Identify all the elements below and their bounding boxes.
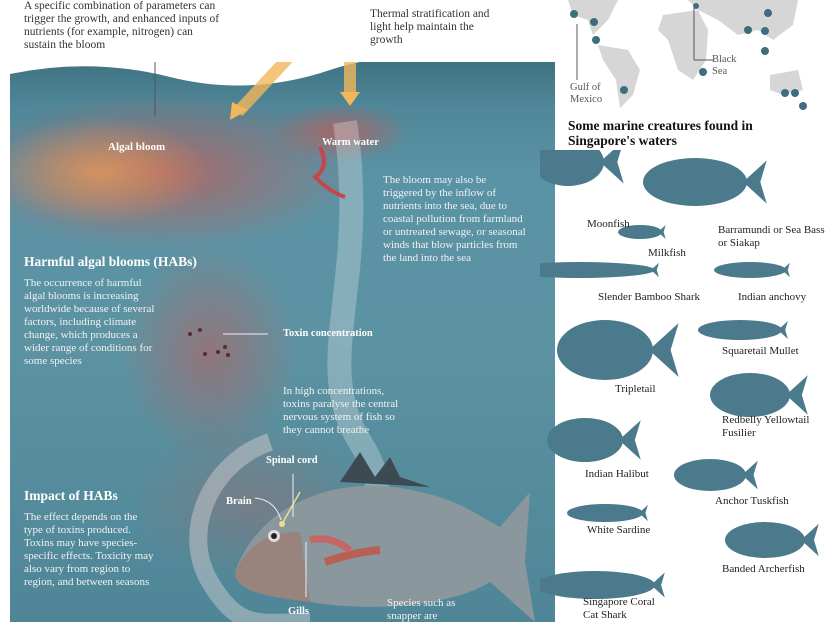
silhouette-white-sardine [567, 504, 648, 522]
algal-bloom-label: Algal bloom [108, 141, 166, 153]
intro-text: A specific combination of parameters can… [24, 0, 220, 51]
thermal-stratification-text: Thermal stratification and light help ma… [370, 8, 490, 46]
creature-label: Indian Halibut [585, 468, 649, 480]
creature-label: Banded Archerfish [722, 563, 805, 575]
silhouette-squaretail-mullet [698, 320, 788, 340]
creature-label: Squaretail Mullet [722, 345, 799, 357]
silhouette-barramundi-or-sea-bass-or-siakap [643, 158, 767, 206]
creature-label: Barramundi or Sea Bass or Siakap [718, 224, 825, 249]
silhouette-slender-bamboo-shark [540, 262, 659, 278]
creature-label: Indian anchovy [738, 291, 807, 303]
warm-water-label: Warm water [322, 137, 379, 148]
snapper-fish-illustration [235, 452, 535, 622]
impact-text: The effect depends on the type of toxins… [24, 511, 154, 588]
toxin-particles [188, 328, 230, 357]
creature-label: Anchor Tuskfish [715, 495, 789, 507]
creature-label: Tripletail [615, 383, 656, 395]
ocean-scene [10, 62, 555, 622]
gulf-of-mexico-label: Gulf of Mexico [570, 82, 603, 105]
habs-heading: Harmful algal blooms (HABs) [24, 254, 197, 269]
creature-label: Redbelly Yellowtail Fusilier [722, 414, 810, 439]
creature-silhouettes [540, 150, 819, 599]
impact-heading: Impact of HABs [24, 488, 118, 503]
silhouette-singapore-coral-cat-shark [540, 571, 665, 599]
black-sea-label: Black Sea [712, 54, 737, 77]
spinal-cord-label: Spinal cord [266, 455, 318, 466]
ocean-illustration [10, 62, 555, 622]
paralyse-text: In high concentrations, toxins paralyse … [283, 385, 399, 436]
snapper-text: Species such as snapper are [387, 597, 456, 622]
creature-label: Slender Bamboo Shark [598, 291, 701, 303]
nutrient-inflow-text: The bloom may also be triggered by the i… [383, 174, 526, 264]
silhouette-redbelly-yellowtail-fusilier [710, 373, 808, 417]
toxin-concentration-label: Toxin concentration [283, 328, 373, 339]
silhouette-indian-anchovy [714, 262, 790, 278]
creature-label: White Sardine [587, 524, 651, 536]
silhouette-moonfish [540, 150, 624, 186]
silhouette-milkfish [618, 225, 666, 239]
creatures-title: Some marine creatures found in Singapore… [568, 118, 753, 148]
world-map [568, 0, 807, 110]
habs-text: The occurrence of harmful algal blooms i… [24, 277, 155, 367]
silhouette-indian-halibut [547, 418, 641, 462]
brain-label: Brain [226, 496, 252, 507]
silhouette-anchor-tuskfish [674, 459, 758, 491]
silhouette-banded-archerfish [725, 522, 819, 558]
silhouette-tripletail [557, 320, 679, 380]
creature-label: Moonfish [587, 218, 630, 230]
creature-label: Milkfish [648, 247, 686, 259]
creature-label: Singapore Coral Cat Shark [583, 596, 655, 621]
gills-label: Gills [288, 606, 310, 617]
